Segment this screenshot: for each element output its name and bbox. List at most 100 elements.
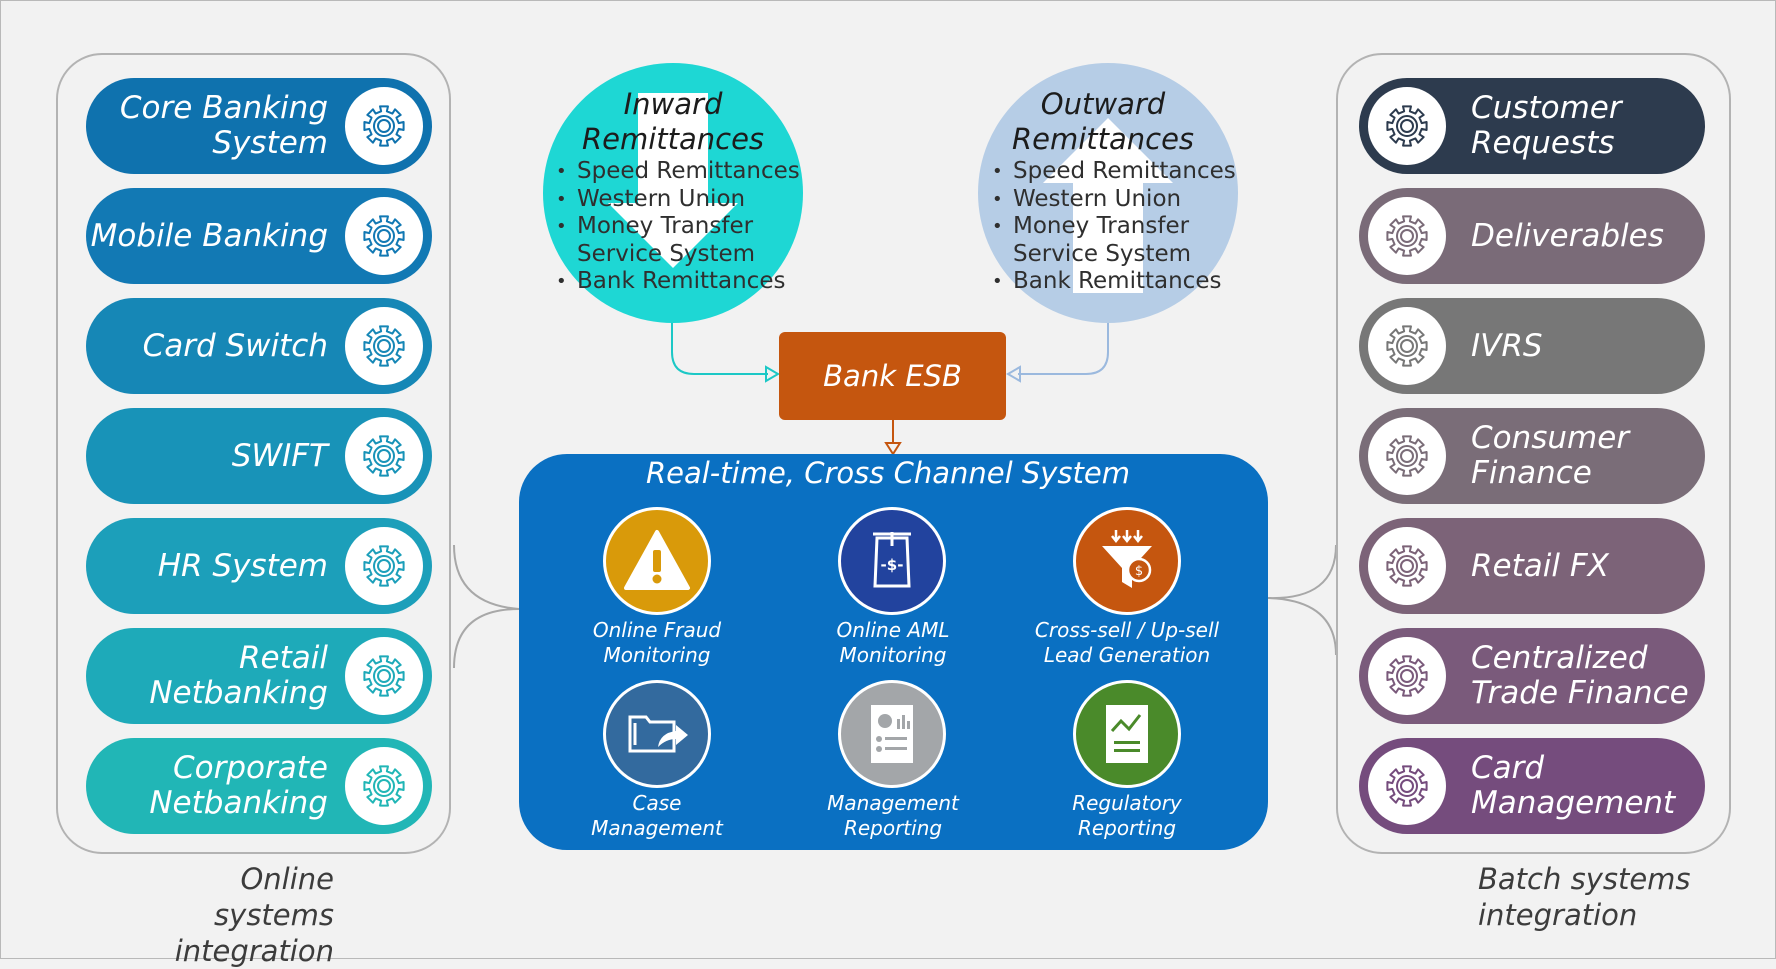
gear-icon-badge	[345, 87, 423, 165]
inward-title: Inward Remittances	[523, 87, 823, 157]
gear-icon-badge	[1368, 197, 1446, 275]
gear-icon-badge	[345, 197, 423, 275]
inward-item: Bank Remittances	[556, 268, 800, 296]
system-pill-label: Card Switch	[142, 327, 328, 364]
online-group-connector	[453, 544, 520, 669]
system-pill-label-line: Card Switch	[142, 327, 328, 364]
management-reporting-circle	[838, 680, 946, 788]
system-pill-label: SWIFT	[231, 437, 328, 474]
system-pill: IVRS	[1359, 298, 1705, 394]
system-pill-label-line: Netbanking	[149, 785, 328, 821]
regulatory-reporting-circle	[1073, 680, 1181, 788]
gear-icon-badge	[345, 527, 423, 605]
batch-caption-line-1: Batch systems	[1478, 862, 1691, 896]
case-management-circle	[603, 680, 711, 788]
online-caption-line-1: Online systems	[214, 862, 334, 932]
outward-title-line-1: Outward	[1040, 87, 1166, 121]
system-pill-label-line: Centralized	[1471, 640, 1648, 676]
system-pill-label-line: IVRS	[1471, 327, 1543, 364]
inward-title-line-1: Inward	[623, 87, 723, 121]
system-pill-label-line: Retail FX	[1471, 547, 1609, 584]
gear-icon-badge	[345, 417, 423, 495]
outward-item: Bank Remittances	[992, 268, 1236, 296]
system-pill-label-line: Card	[1471, 750, 1545, 786]
money-icon: -$-	[873, 532, 911, 588]
batch-caption-line-2: integration	[1478, 898, 1638, 932]
system-pill-label-line: HR System	[157, 547, 328, 584]
gear-icon	[363, 655, 405, 697]
system-pill: Mobile Banking	[86, 188, 432, 284]
system-pill-label-line: Customer	[1471, 90, 1622, 126]
gear-icon-badge	[1368, 747, 1446, 825]
system-pill-label-line: Deliverables	[1471, 217, 1664, 254]
system-pill-label-line: Requests	[1471, 125, 1615, 161]
system-pill-label-line: Core Banking	[119, 90, 328, 126]
batch-group-caption: Batch systems integration	[1478, 861, 1698, 933]
system-pill-label-line: Trade Finance	[1471, 675, 1689, 711]
system-pill: SWIFT	[86, 408, 432, 504]
gear-icon	[1386, 545, 1428, 587]
inward-item: Speed Remittances	[556, 158, 800, 186]
outward-title-line-2: Remittances	[1011, 122, 1195, 156]
system-pill-label: Deliverables	[1471, 217, 1664, 254]
report-icon	[871, 705, 913, 763]
system-pill-label: Mobile Banking	[90, 217, 328, 254]
system-pill-label-line: Mobile Banking	[90, 217, 328, 254]
inward-arrowhead	[765, 365, 780, 383]
system-pill-label-line: Retail	[239, 640, 328, 676]
gear-icon-badge	[345, 747, 423, 825]
gear-icon-badge	[1368, 307, 1446, 385]
gear-icon	[363, 105, 405, 147]
gear-icon-badge	[345, 307, 423, 385]
online-caption-line-2: integration	[174, 934, 334, 968]
online-aml-monitoring-circle: -$-	[838, 507, 946, 615]
inward-list: Speed Remittances Western Union Money Tr…	[556, 158, 800, 296]
inward-title-line-2: Remittances	[581, 122, 765, 156]
esb-down-arrowhead	[884, 442, 902, 456]
gear-icon	[363, 545, 405, 587]
system-pill-label-line: SWIFT	[231, 437, 328, 474]
system-pill-label: IVRS	[1471, 327, 1543, 364]
gear-icon	[1386, 325, 1428, 367]
folder-icon	[628, 715, 688, 753]
online-fraud-monitoring-circle	[603, 507, 711, 615]
bank-esb-label: Bank ESB	[823, 359, 962, 393]
online-group-caption: Online systems integration	[134, 861, 334, 969]
cross-sell-lead-generation-circle: $	[1073, 507, 1181, 615]
svg-text:-$-: -$-	[881, 556, 904, 574]
system-pill: HR System	[86, 518, 432, 614]
svg-text:$: $	[1135, 564, 1143, 579]
system-pill: Deliverables	[1359, 188, 1705, 284]
outward-arrow-line	[1018, 318, 1109, 375]
outward-item: Western Union	[992, 186, 1236, 214]
batch-group-connector	[1267, 544, 1337, 656]
system-pill-label-line: Management	[1471, 785, 1676, 821]
inward-arrow-line	[671, 320, 768, 375]
outward-title: Outward Remittances	[953, 87, 1253, 157]
gear-icon	[1386, 215, 1428, 257]
gear-icon-badge	[345, 637, 423, 715]
inward-item: Western Union	[556, 186, 800, 214]
gear-icon-badge	[1368, 417, 1446, 495]
system-pill-label: HR System	[157, 547, 328, 584]
funnel-icon: $	[1102, 530, 1152, 588]
system-pill-label-line: Netbanking	[149, 675, 328, 711]
system-pill-label: Retail FX	[1471, 547, 1609, 584]
